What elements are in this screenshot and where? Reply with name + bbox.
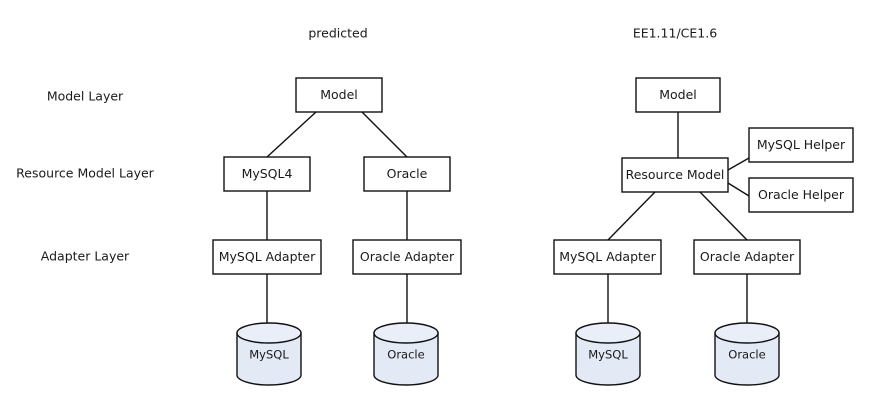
database-top-ellipse-mysql-db xyxy=(575,322,641,344)
node-mysql-adapter[interactable]: MySQL Adapter xyxy=(553,239,662,275)
database-mysql-db[interactable]: MySQL xyxy=(575,322,641,386)
panel-title-predicted: predicted xyxy=(308,26,367,41)
node-label-oracle-adapter: Oracle Adapter xyxy=(360,249,455,264)
node-box-oracle-adapter[interactable] xyxy=(693,239,801,275)
connector-resource-model-to-mysql-helper xyxy=(727,157,750,171)
connector-resource-model-to-oracle-helper xyxy=(727,182,750,197)
node-label-mysql-adapter: MySQL Adapter xyxy=(219,249,316,264)
database-body-mysql-db[interactable] xyxy=(236,332,302,386)
node-label-model: Model xyxy=(659,87,697,102)
node-label-mysql-helper: MySQL Helper xyxy=(757,137,846,152)
connector-model-to-mysql4 xyxy=(266,111,317,158)
node-label-model: Model xyxy=(320,87,358,102)
node-model[interactable]: Model xyxy=(295,77,383,113)
node-box-mysql4[interactable] xyxy=(223,156,311,192)
database-label-mysql-db: MySQL xyxy=(588,348,628,362)
database-body-mysql-db[interactable] xyxy=(575,332,641,386)
node-box-model[interactable] xyxy=(635,77,721,113)
database-label-oracle-db: Oracle xyxy=(728,348,765,362)
node-label-oracle-adapter: Oracle Adapter xyxy=(700,249,795,264)
node-oracle-adapter[interactable]: Oracle Adapter xyxy=(352,239,462,275)
node-resource-model[interactable]: Resource Model xyxy=(621,157,729,193)
connector-resource-model-to-oracle-adapter xyxy=(699,191,748,241)
panel-title-ee111-ce16: EE1.11/CE1.6 xyxy=(633,26,717,41)
layer-label-adapter-layer: Adapter Layer xyxy=(41,249,130,264)
database-top-ellipse-mysql-db xyxy=(236,322,302,344)
node-oracle-helper[interactable]: Oracle Helper xyxy=(748,177,854,213)
database-mysql-db[interactable]: MySQL xyxy=(236,322,302,386)
node-box-model[interactable] xyxy=(295,77,383,113)
connector-resource-model-to-mysql-adapter xyxy=(607,191,656,241)
node-label-mysql-adapter: MySQL Adapter xyxy=(559,249,656,264)
database-top-ellipse-oracle-db xyxy=(714,322,780,344)
node-box-oracle[interactable] xyxy=(363,156,451,192)
node-mysql-adapter[interactable]: MySQL Adapter xyxy=(212,239,322,275)
connector-model-to-oracle xyxy=(361,111,408,158)
database-top-ellipse-oracle-db xyxy=(373,322,439,344)
layer-label-model-layer: Model Layer xyxy=(47,89,124,104)
node-label-oracle: Oracle xyxy=(387,166,428,181)
node-model[interactable]: Model xyxy=(635,77,721,113)
layer-label-resource-model-layer: Resource Model Layer xyxy=(16,166,155,181)
node-label-oracle-helper: Oracle Helper xyxy=(758,187,845,202)
node-box-oracle-adapter[interactable] xyxy=(352,239,462,275)
database-label-oracle-db: Oracle xyxy=(387,348,424,362)
node-label-mysql4: MySQL4 xyxy=(242,166,293,181)
node-box-mysql-adapter[interactable] xyxy=(212,239,322,275)
node-label-resource-model: Resource Model xyxy=(626,167,725,182)
database-label-mysql-db: MySQL xyxy=(249,348,289,362)
node-box-mysql-adapter[interactable] xyxy=(553,239,662,275)
node-box-resource-model[interactable] xyxy=(621,157,729,193)
database-oracle-db[interactable]: Oracle xyxy=(373,322,439,386)
node-box-mysql-helper[interactable] xyxy=(748,127,854,163)
node-box-oracle-helper[interactable] xyxy=(748,177,854,213)
node-mysql-helper[interactable]: MySQL Helper xyxy=(748,127,854,163)
database-body-oracle-db[interactable] xyxy=(714,332,780,386)
node-oracle[interactable]: Oracle xyxy=(363,156,451,192)
database-oracle-db[interactable]: Oracle xyxy=(714,322,780,386)
node-mysql4[interactable]: MySQL4 xyxy=(223,156,311,192)
database-body-oracle-db[interactable] xyxy=(373,332,439,386)
node-oracle-adapter[interactable]: Oracle Adapter xyxy=(693,239,801,275)
